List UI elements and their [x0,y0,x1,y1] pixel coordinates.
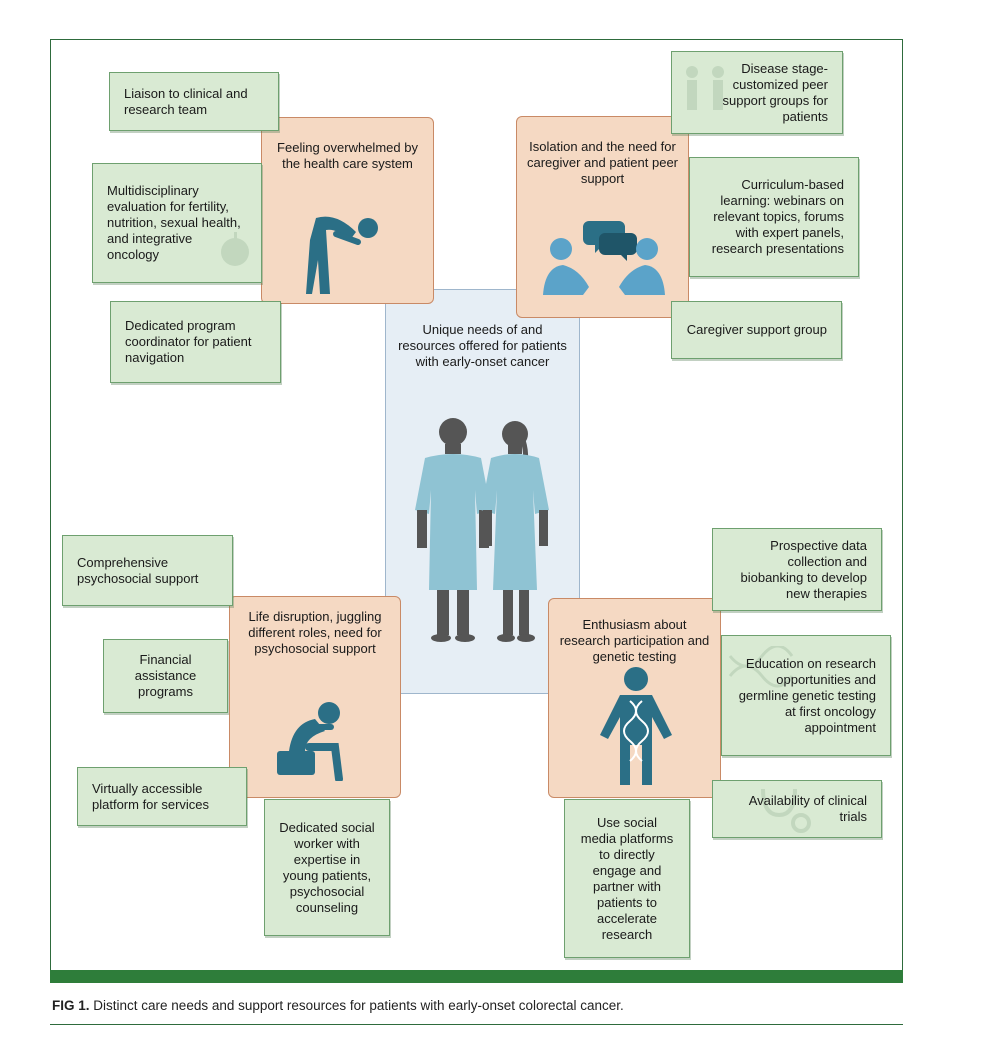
caption-text: Distinct care needs and support resource… [93,998,624,1013]
resource-peer-groups: Disease stage-customized peer support gr… [671,51,843,134]
resource-multidisciplinary-text: Multidisciplinary evaluation for fertili… [107,183,241,262]
resource-social-media-text: Use social media platforms to directly e… [580,814,674,942]
resource-social-worker: Dedicated social worker with expertise i… [264,799,390,936]
apple-icon [221,232,249,266]
center-panel: Unique needs of and resources offered fo… [385,289,580,694]
resource-psychosocial-text: Comprehensive psychosocial support [77,554,199,586]
resource-liaison: Liaison to clinical and research team [109,72,279,131]
resource-multidisciplinary: Multidisciplinary evaluation for fertili… [92,163,262,283]
caption-label: FIG 1. [52,998,90,1013]
dna-person-icon [600,667,672,785]
resource-virtual-text: Virtually accessible platform for servic… [92,780,210,812]
resource-trials: Availability of clinical trials [712,780,882,838]
resource-curriculum-text: Curriculum-based learning: webinars on r… [711,177,844,256]
resource-education-text: Education on research opportunities and … [738,655,876,735]
resource-prospective-text: Prospective data collection and biobanki… [740,537,868,601]
resource-psychosocial: Comprehensive psychosocial support [62,535,233,606]
need-overwhelmed-text: Feeling overwhelmed by the health care s… [277,140,418,171]
need-overwhelmed: Feeling overwhelmed by the health care s… [261,117,434,304]
two-people-talking-icon [543,221,665,295]
need-isolation: Isolation and the need for caregiver and… [516,116,689,318]
dna-strand-icon [728,646,794,688]
distressed-person-icon [277,702,343,781]
resource-peer-groups-text: Disease stage-customized peer support gr… [722,60,828,124]
figure-caption: FIG 1. Distinct care needs and support r… [52,998,624,1013]
need-isolation-text: Isolation and the need for caregiver and… [526,139,679,186]
need-life-disruption-text: Life disruption, juggling different role… [248,609,382,656]
resource-trials-text: Availability of clinical trials [748,793,867,824]
resource-curriculum: Curriculum-based learning: webinars on r… [689,157,859,277]
resource-prospective: Prospective data collection and biobanki… [712,528,882,611]
resource-coordinator-text: Dedicated program coordinator for patien… [125,318,252,365]
resource-liaison-text: Liaison to clinical and research team [124,85,248,117]
stethoscope-icon [761,788,811,833]
caption-rule [50,1024,903,1025]
resource-caregiver: Caregiver support group [671,301,842,359]
footer-bar [50,970,903,983]
resource-social-worker-text: Dedicated social worker with expertise i… [279,819,375,915]
need-research-text: Enthusiasm about research participation … [559,617,710,664]
resource-education: Education on research opportunities and … [721,635,891,756]
patients-in-gowns-icon [415,418,549,642]
resource-social-media: Use social media platforms to directly e… [564,799,690,958]
resource-financial-text: Financial assistance programs [134,652,197,699]
need-life-disruption: Life disruption, juggling different role… [229,596,401,798]
resource-financial: Financial assistance programs [103,639,228,713]
people-group-icon [686,66,724,110]
overwhelmed-person-icon [306,216,378,294]
need-research-enthusiasm: Enthusiasm about research participation … [548,598,721,798]
resource-virtual: Virtually accessible platform for servic… [77,767,247,826]
center-text: Unique needs of and resources offered fo… [398,322,567,369]
resource-coordinator: Dedicated program coordinator for patien… [110,301,281,383]
resource-caregiver-text: Caregiver support group [686,322,827,337]
